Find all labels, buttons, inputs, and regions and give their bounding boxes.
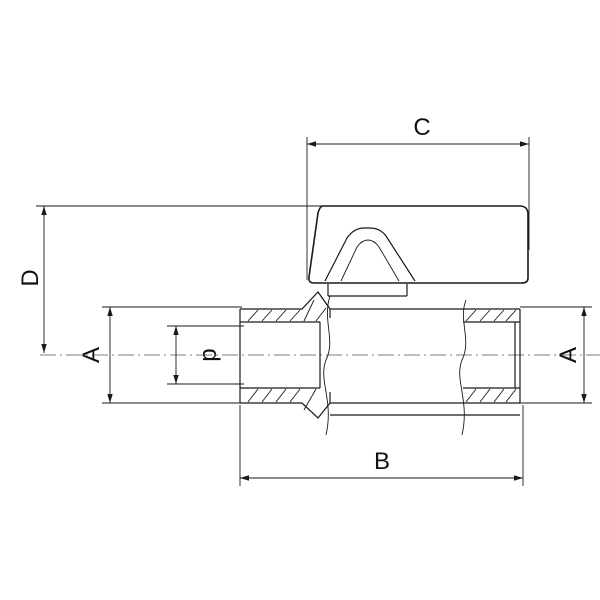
hatch-line: [315, 307, 327, 322]
hatch-line: [289, 388, 301, 403]
hatch-line: [261, 309, 273, 322]
valve-body: [239, 291, 521, 436]
hatch-line: [303, 388, 317, 411]
hatch-line: [247, 388, 259, 403]
hatch-line: [261, 388, 273, 403]
left-port-top-outline: [240, 291, 331, 318]
dimension-d: D: [17, 205, 322, 353]
break-line-right: [459, 299, 467, 436]
hatch-line: [465, 388, 477, 403]
handle-arch-inner: [340, 239, 400, 282]
label-c: C: [413, 114, 430, 141]
hatch-line: [505, 388, 517, 403]
hatch-line: [275, 388, 287, 403]
hatch-line: [479, 309, 491, 322]
label-a-right: A: [555, 347, 582, 363]
left-port-bottom-outline: [240, 392, 331, 419]
dimension-a-right: A: [520, 306, 592, 404]
hatch-line: [303, 299, 315, 322]
dimension-b: B: [239, 405, 524, 486]
hatch-line: [289, 309, 301, 322]
hatch-line: [505, 309, 517, 322]
hatch-line: [247, 309, 259, 322]
handle-arch: [324, 227, 416, 282]
hatch-line: [275, 309, 287, 322]
dimension-c: C: [306, 114, 530, 280]
label-a-left: A: [78, 347, 105, 363]
dimension-d-bore: d: [167, 325, 244, 385]
hatch-line: [493, 309, 505, 322]
label-b: B: [374, 448, 390, 475]
label-d-upper: D: [17, 269, 44, 286]
hatch-line: [493, 388, 505, 403]
label-d-lower: d: [197, 348, 224, 361]
hatch-line: [465, 309, 477, 322]
dimension-a-left: A: [78, 306, 242, 404]
handle-body: [308, 205, 529, 284]
break-line-left: [323, 295, 331, 436]
valve-handle: [308, 205, 529, 297]
hatch-line: [479, 388, 491, 403]
section-hatching: [247, 299, 517, 411]
